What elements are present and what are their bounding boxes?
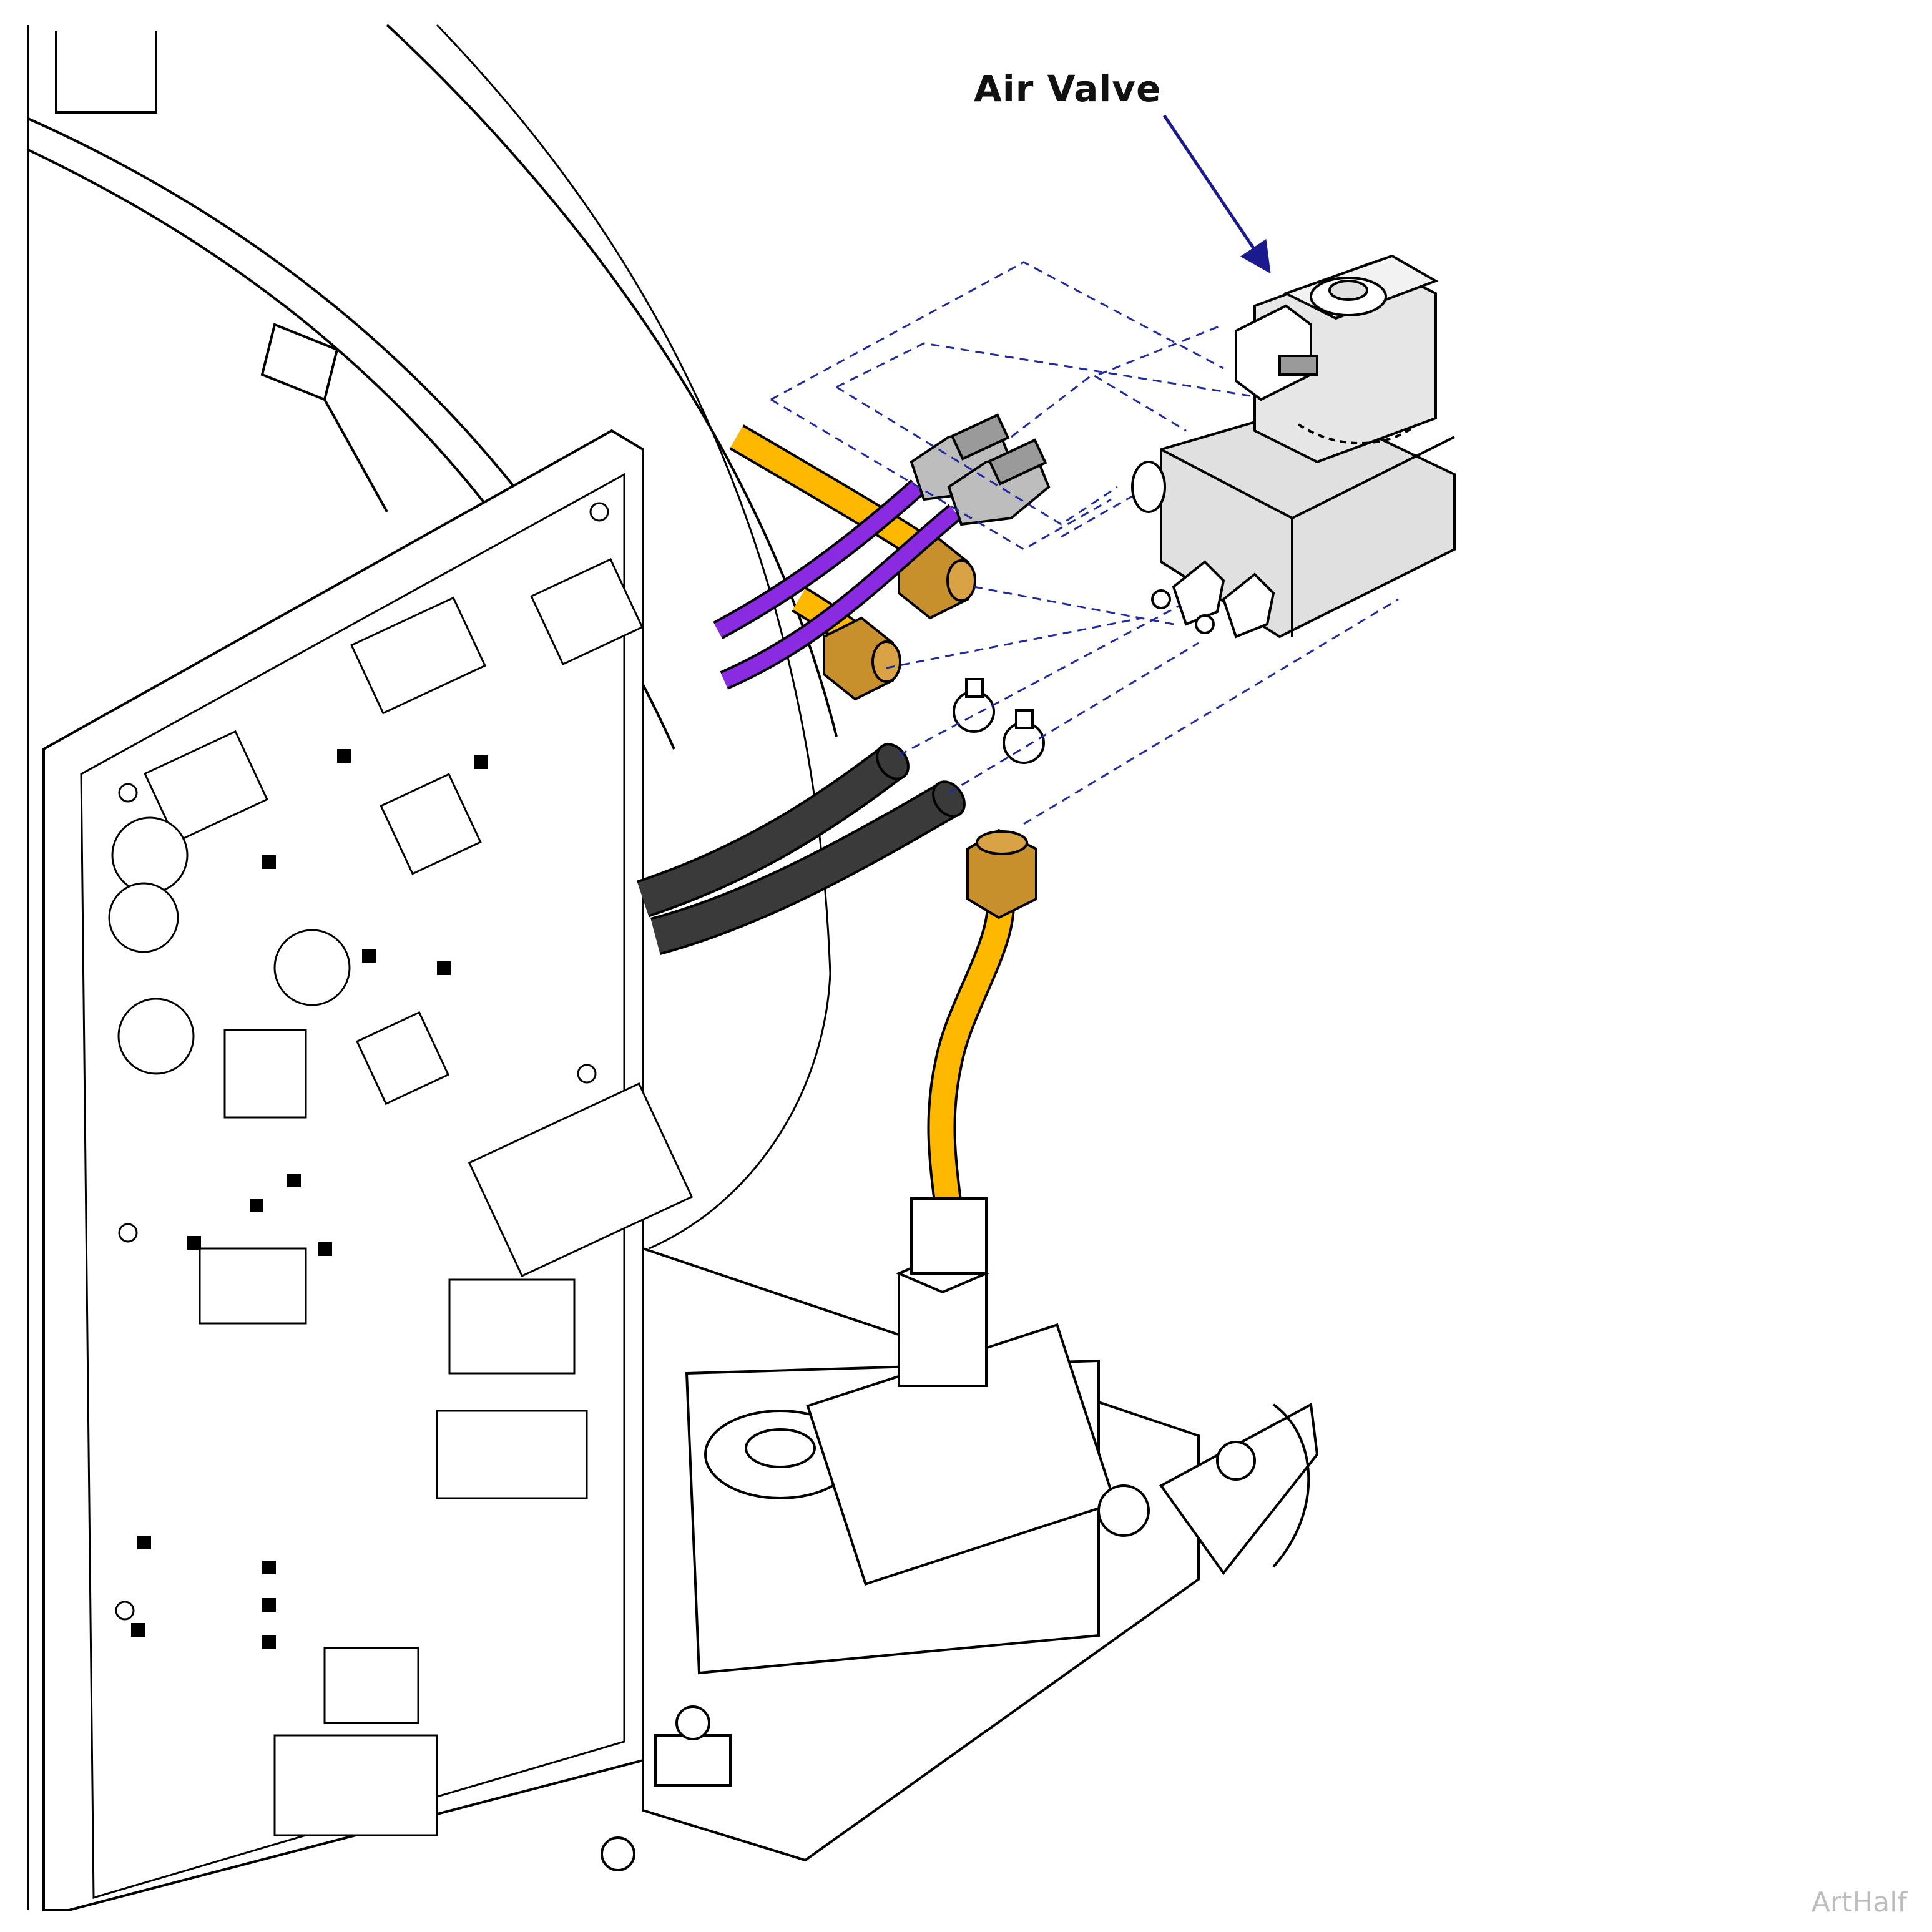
hose-clamps	[953, 678, 1045, 764]
board-components	[108, 558, 694, 1836]
control-board	[42, 429, 694, 1911]
brass-fittings	[823, 535, 1037, 919]
yellow-tube-bottom	[910, 883, 1016, 1275]
small-chips	[131, 749, 488, 1649]
wire-terminals	[713, 413, 1051, 690]
brass-fitting-middle	[823, 616, 901, 701]
manifold-valves	[601, 1247, 1319, 1871]
leader-lines	[770, 261, 1399, 825]
brass-fitting-lower	[966, 828, 1037, 919]
watermark: ArtHalf	[1811, 1886, 1907, 1918]
screw-holes	[115, 502, 609, 1621]
callout-arrow	[1162, 114, 1271, 274]
air-valve-label: Air Valve	[974, 67, 1162, 110]
spade-terminal-2	[947, 438, 1051, 526]
black-tubes	[637, 743, 966, 955]
valve-barb-fittings	[1131, 461, 1275, 639]
air-valve	[1131, 254, 1456, 639]
